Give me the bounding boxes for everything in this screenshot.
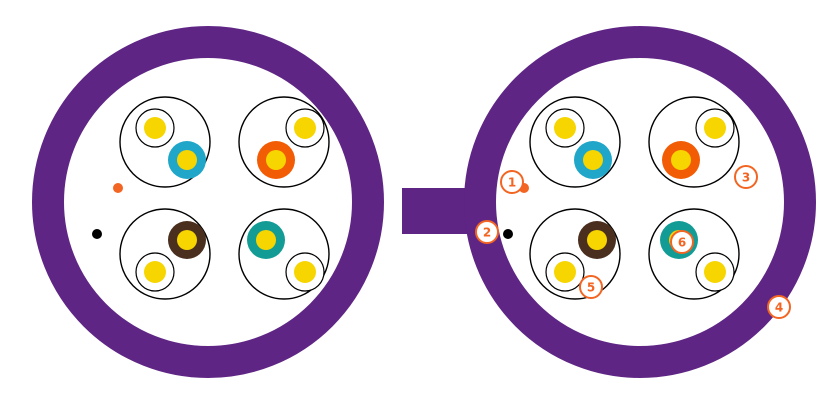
callout-label: 5	[587, 281, 595, 295]
callout-label: 3	[742, 171, 750, 185]
callout-ring	[500, 170, 524, 194]
callout-ring	[767, 295, 791, 319]
left-orange-pair	[238, 96, 330, 188]
callout-label: 1	[508, 176, 516, 190]
callout-6: 6	[670, 230, 694, 254]
conductor	[177, 230, 197, 250]
right-green-pair	[648, 208, 740, 300]
conductor	[144, 261, 166, 283]
drain-wire-left	[92, 229, 102, 239]
callout-2: 2	[475, 220, 499, 244]
callout-4: 4	[767, 295, 791, 319]
conductor	[554, 117, 576, 139]
ripcord-left	[113, 183, 123, 193]
callout-ring	[475, 220, 499, 244]
callout-3: 3	[734, 165, 758, 189]
conductor	[671, 150, 691, 170]
right-orange-pair	[648, 96, 740, 188]
callout-1: 1	[500, 170, 524, 194]
cable-jacket	[32, 26, 816, 378]
conductor	[256, 230, 276, 250]
callout-ring	[670, 230, 694, 254]
left-jacket-ring	[32, 26, 384, 378]
conductor	[294, 117, 316, 139]
conductor	[294, 261, 316, 283]
callout-label: 4	[775, 301, 783, 315]
conductor	[144, 117, 166, 139]
right-cable	[503, 96, 740, 300]
callout-5: 5	[579, 275, 603, 299]
callout-label: 2	[483, 226, 491, 240]
callout-label: 6	[678, 236, 686, 250]
conductor	[177, 150, 197, 170]
callouts: 1 2 3 4 5 6	[475, 165, 791, 319]
right-jacket-ring	[464, 26, 816, 378]
conductor	[704, 261, 726, 283]
drain-wire-right	[503, 229, 513, 239]
left-cable	[92, 96, 330, 300]
left-blue-pair	[119, 96, 211, 188]
left-green-pair	[238, 208, 330, 300]
conductor	[587, 230, 607, 250]
left-brown-pair	[119, 208, 211, 300]
conductor	[266, 150, 286, 170]
right-blue-pair	[529, 96, 621, 188]
conductor	[583, 150, 603, 170]
right-brown-pair	[529, 208, 621, 300]
conductor	[704, 117, 726, 139]
callout-ring	[579, 275, 603, 299]
conductor	[554, 261, 576, 283]
callout-ring	[734, 165, 758, 189]
